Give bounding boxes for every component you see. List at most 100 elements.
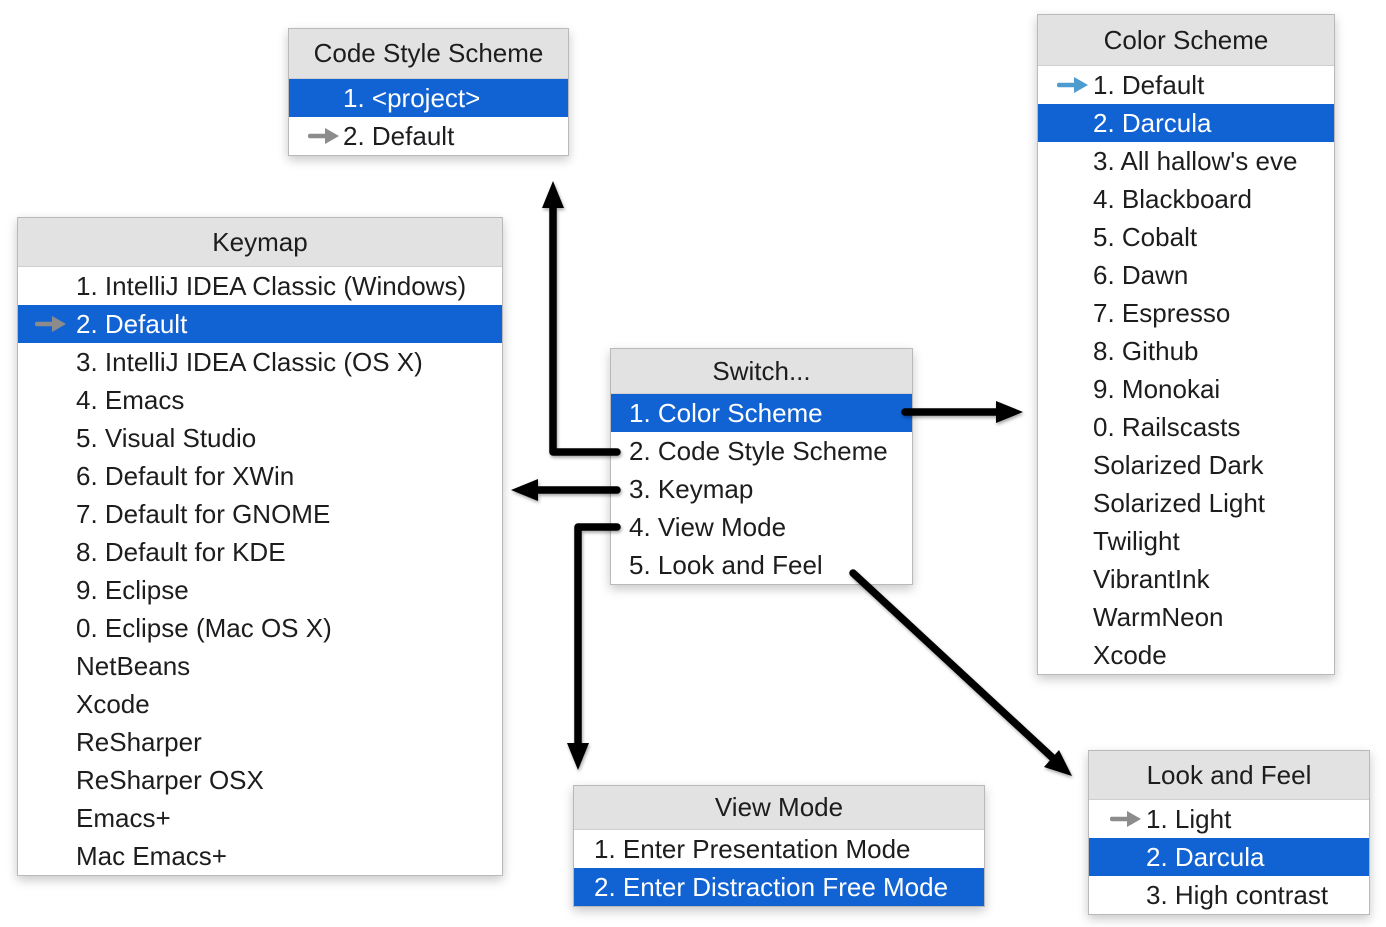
menu-item-list: 1. Color Scheme 2. Code Style Scheme 3. Ke… <box>611 394 912 584</box>
menu-item[interactable]: Solarized Dark <box>1038 446 1334 484</box>
menu-item[interactable]: ReSharper OSX <box>18 761 502 799</box>
menu-item[interactable]: 0. Railscasts <box>1038 408 1334 446</box>
menu-item-label: 2. Default <box>76 309 188 339</box>
menu-item[interactable]: 7. Espresso <box>1038 294 1334 332</box>
menu-item[interactable]: 2. Darcula <box>1038 104 1334 142</box>
menu-item[interactable]: 4. Blackboard <box>1038 180 1334 218</box>
menu-item[interactable]: 4. View Mode <box>611 508 912 546</box>
current-selection-arrow-icon <box>35 315 67 334</box>
popup-title: Code Style Scheme <box>289 29 568 79</box>
menu-item-label: 3. High contrast <box>1146 880 1329 910</box>
menu-item[interactable]: 1. Light <box>1089 800 1369 838</box>
popup-code-style-scheme: Code Style Scheme 1. <project> 2. Default <box>288 28 569 156</box>
popup-color-scheme: Color Scheme 1. Default 2. Darcula 3. All … <box>1037 14 1335 675</box>
menu-item[interactable]: Xcode <box>18 685 502 723</box>
menu-item-label: WarmNeon <box>1093 602 1224 632</box>
menu-item-label: 4. Blackboard <box>1093 184 1252 214</box>
popup-look-and-feel: Look and Feel 1. Light 2. Darcula 3. High … <box>1088 750 1370 915</box>
menu-item[interactable]: Xcode <box>1038 636 1334 674</box>
arrow-to-color-scheme-icon <box>901 401 1023 423</box>
menu-item-label: 6. Dawn <box>1093 260 1189 290</box>
menu-item[interactable]: Mac Emacs+ <box>18 837 502 875</box>
menu-item-label: 2. Code Style Scheme <box>629 436 888 466</box>
menu-item-label: 7. Default for GNOME <box>76 499 331 529</box>
menu-item-label: 1. <project> <box>343 83 481 113</box>
menu-item[interactable]: 3. Keymap <box>611 470 912 508</box>
menu-item-label: ReSharper <box>76 727 202 757</box>
menu-item-list: 1. IntelliJ IDEA Classic (Windows) 2. Def… <box>18 267 502 875</box>
menu-item[interactable]: 6. Dawn <box>1038 256 1334 294</box>
menu-item-label: 3. IntelliJ IDEA Classic (OS X) <box>76 347 423 377</box>
menu-item[interactable]: 2. Darcula <box>1089 838 1369 876</box>
menu-item-list: 1. <project> 2. Default <box>289 79 568 155</box>
menu-item[interactable]: ReSharper <box>18 723 502 761</box>
menu-item[interactable]: Emacs+ <box>18 799 502 837</box>
popup-keymap: Keymap 1. IntelliJ IDEA Classic (Windows… <box>17 217 503 876</box>
arrow-to-code-style-scheme-icon <box>542 181 621 456</box>
menu-item-label: VibrantInk <box>1093 564 1210 594</box>
menu-item-label: Xcode <box>1093 640 1167 670</box>
menu-item-label: 3. All hallow's eve <box>1093 146 1298 176</box>
menu-item-label: Emacs+ <box>76 803 171 833</box>
menu-item[interactable]: 7. Default for GNOME <box>18 495 502 533</box>
menu-item-label: NetBeans <box>76 651 191 681</box>
current-selection-arrow-icon <box>1057 76 1089 95</box>
menu-item-label: 8. Github <box>1093 336 1199 366</box>
menu-item-label: 5. Look and Feel <box>629 550 823 580</box>
menu-item[interactable]: 5. Visual Studio <box>18 419 502 457</box>
menu-item[interactable]: 9. Monokai <box>1038 370 1334 408</box>
menu-item[interactable]: VibrantInk <box>1038 560 1334 598</box>
menu-item-label: 4. View Mode <box>629 512 787 542</box>
menu-item[interactable]: 2. Enter Distraction Free Mode <box>574 868 984 906</box>
menu-item[interactable]: 1. <project> <box>289 79 568 117</box>
menu-item-label: 4. Emacs <box>76 385 185 415</box>
menu-item-label: Solarized Dark <box>1093 450 1264 480</box>
menu-item[interactable]: 5. Look and Feel <box>611 546 912 584</box>
current-selection-arrow-icon <box>308 127 340 146</box>
menu-item-label: 9. Monokai <box>1093 374 1221 404</box>
menu-item[interactable]: 3. High contrast <box>1089 876 1369 914</box>
menu-item[interactable]: 2. Code Style Scheme <box>611 432 912 470</box>
menu-item[interactable]: 5. Cobalt <box>1038 218 1334 256</box>
menu-item[interactable]: 9. Eclipse <box>18 571 502 609</box>
menu-item[interactable]: 6. Default for XWin <box>18 457 502 495</box>
menu-item-label: Twilight <box>1093 526 1180 556</box>
menu-item-label: 5. Visual Studio <box>76 423 257 453</box>
menu-item[interactable]: 8. Default for KDE <box>18 533 502 571</box>
menu-item[interactable]: Twilight <box>1038 522 1334 560</box>
menu-item-label: 6. Default for XWin <box>76 461 295 491</box>
menu-item-label: 1. Default <box>1093 70 1205 100</box>
popup-title: Look and Feel <box>1089 751 1369 800</box>
menu-item[interactable]: 1. IntelliJ IDEA Classic (Windows) <box>18 267 502 305</box>
menu-item-label: 2. Darcula <box>1093 108 1212 138</box>
menu-item-label: 8. Default for KDE <box>76 537 286 567</box>
menu-item[interactable]: WarmNeon <box>1038 598 1334 636</box>
popup-title: Color Scheme <box>1038 15 1334 66</box>
menu-item[interactable]: 1. Enter Presentation Mode <box>574 830 984 868</box>
menu-item[interactable]: 8. Github <box>1038 332 1334 370</box>
menu-item[interactable]: 2. Default <box>289 117 568 155</box>
menu-item[interactable]: 0. Eclipse (Mac OS X) <box>18 609 502 647</box>
menu-item-label: 2. Darcula <box>1146 842 1265 872</box>
menu-item-label: Solarized Light <box>1093 488 1265 518</box>
menu-item[interactable]: 3. All hallow's eve <box>1038 142 1334 180</box>
menu-item[interactable]: Solarized Light <box>1038 484 1334 522</box>
menu-item[interactable]: 3. IntelliJ IDEA Classic (OS X) <box>18 343 502 381</box>
menu-item-list: 1. Default 2. Darcula 3. All hallow's eve 4… <box>1038 66 1334 674</box>
menu-item[interactable]: NetBeans <box>18 647 502 685</box>
menu-item[interactable]: 2. Default <box>18 305 502 343</box>
menu-item-label: 0. Eclipse (Mac OS X) <box>76 613 332 643</box>
arrow-to-keymap-icon <box>511 479 621 501</box>
menu-item-label: 5. Cobalt <box>1093 222 1198 252</box>
menu-item-label: 1. IntelliJ IDEA Classic (Windows) <box>76 271 467 301</box>
menu-item-label: 3. Keymap <box>629 474 754 504</box>
menu-item[interactable]: 1. Default <box>1038 66 1334 104</box>
menu-item[interactable]: 4. Emacs <box>18 381 502 419</box>
menu-item-label: 1. Enter Presentation Mode <box>594 834 911 864</box>
popup-title: View Mode <box>574 786 984 830</box>
menu-item-label: ReSharper OSX <box>76 765 264 795</box>
menu-item[interactable]: 1. Color Scheme <box>611 394 912 432</box>
popup-view-mode: View Mode 1. Enter Presentation Mode 2. E… <box>573 785 985 907</box>
